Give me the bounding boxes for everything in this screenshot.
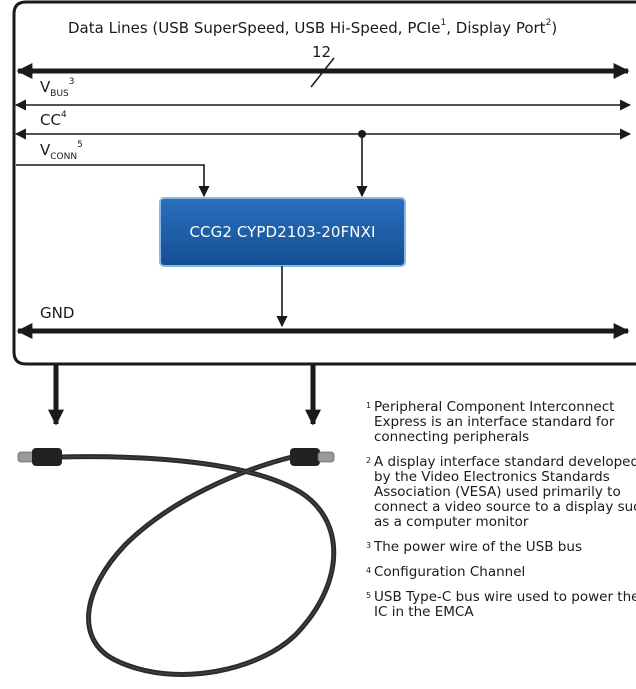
footnote-text: Peripheral Component Interconnect Expres… bbox=[374, 399, 615, 445]
title-footnote-1: 1 bbox=[440, 18, 447, 28]
footnote-number: 2 bbox=[366, 456, 372, 465]
vbus-label-sub: BUS bbox=[50, 89, 69, 99]
vconn-label-sub: CONN bbox=[50, 152, 78, 162]
footnote-text: A display interface standard developed b… bbox=[374, 454, 636, 530]
vconn-footnote: 5 bbox=[77, 140, 83, 150]
footnote-text: USB Type-C bus wire used to power the IC… bbox=[374, 589, 636, 620]
data-lines-title: Data Lines (USB SuperSpeed, USB Hi-Speed… bbox=[68, 18, 558, 37]
bus-width-slash bbox=[310, 57, 335, 88]
cc-label-main: CC bbox=[40, 111, 61, 129]
gnd-label: GND bbox=[40, 306, 74, 321]
cable-enclosure bbox=[12, 0, 636, 366]
usb-c-cable-image bbox=[17, 448, 337, 677]
vconn-label-main: V bbox=[40, 141, 51, 159]
vbus-label-main: V bbox=[40, 78, 51, 96]
footnote-number: 4 bbox=[366, 566, 372, 575]
footnote-number: 5 bbox=[366, 591, 372, 600]
bus-width-label: 12 bbox=[312, 43, 332, 61]
chip-label: CCG2 CYPD2103-20FNXI bbox=[189, 223, 376, 241]
title-text-mid: , Display Port bbox=[446, 19, 546, 37]
footnote-number: 1 bbox=[366, 401, 372, 410]
title-text-end: ) bbox=[551, 19, 558, 37]
vconn-label: VCONN 5 bbox=[40, 140, 83, 162]
footnote-text: Configuration Channel bbox=[374, 564, 526, 580]
cc-footnote: 4 bbox=[60, 110, 67, 120]
footnote-number: 3 bbox=[366, 541, 372, 550]
vconn-line bbox=[16, 164, 210, 198]
gnd-label-main: GND bbox=[40, 304, 75, 322]
vbus-label: VBUS 3 bbox=[40, 77, 75, 99]
cc-label: CC4 bbox=[40, 110, 67, 129]
vbus-footnote: 3 bbox=[68, 77, 75, 87]
title-text: Data Lines (USB SuperSpeed, USB Hi-Speed… bbox=[68, 19, 441, 37]
title-footnote-2: 2 bbox=[545, 18, 552, 28]
footnote-text: The power wire of the USB bus bbox=[374, 539, 582, 555]
